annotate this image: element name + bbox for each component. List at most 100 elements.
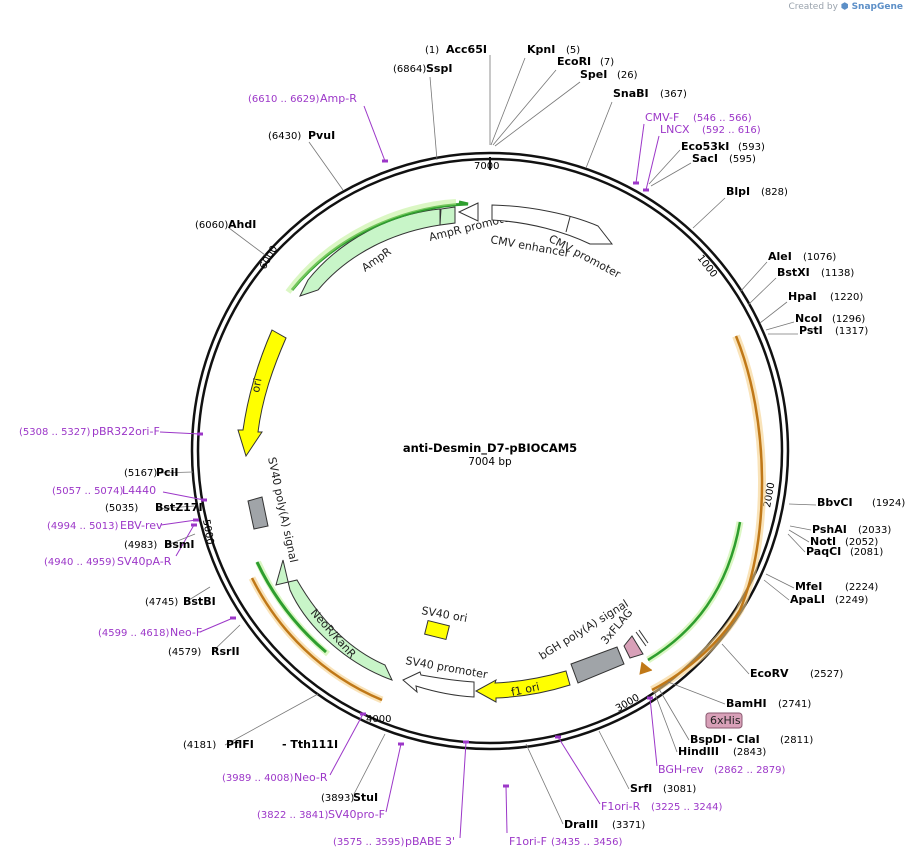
- right-orange-orf-line: [651, 335, 764, 692]
- sv40-polya-label: SV40 poly(A) signal: [265, 456, 300, 564]
- leader-bamhi: [667, 681, 726, 705]
- bgh-polya-feature: [570, 646, 625, 684]
- primer-range-bgh-rev: (2862 .. 2879): [714, 765, 786, 776]
- f1-ori-label: f1 ori: [510, 680, 541, 699]
- enzyme-pshai: PshAI: [812, 523, 847, 536]
- primer-bgh-rev: BGH-rev: [658, 763, 704, 776]
- primer-site-l4440: [201, 498, 207, 502]
- left-orange-orf-line: [250, 577, 383, 702]
- primer-cmv-f: CMV-F: [645, 111, 679, 124]
- enzyme-pos-ecori: (7): [600, 57, 614, 68]
- ampr-orf-glow: [285, 199, 457, 294]
- enzyme-bstxi: BstXI: [777, 266, 810, 279]
- enzyme-hpai: HpaI: [788, 290, 817, 303]
- enzyme-pos-apali: (2249): [835, 595, 868, 606]
- leader-ecori: [492, 69, 557, 146]
- primer-leader-lncx: [645, 135, 660, 191]
- enzyme-psti: PstI: [799, 324, 823, 337]
- enzyme-bbvci: BbvCI: [817, 496, 853, 509]
- primer-range-lncx: (592 .. 616): [702, 125, 761, 136]
- leader-ahdi: [228, 227, 266, 256]
- primer-leader-sv40pa-r: [175, 524, 195, 557]
- tick-6000: 6000: [258, 244, 280, 272]
- enzyme-bstz17i: BstZ17I: [155, 501, 203, 514]
- enzyme-pos-eco53ki: (593): [738, 142, 765, 153]
- enzyme-clai: - ClaI: [728, 733, 760, 746]
- primer-range-sv40pro-f: (3822 .. 3841): [257, 810, 329, 821]
- 3xflag-feature: [623, 635, 644, 659]
- primer-range-cmv-f: (546 .. 566): [693, 113, 752, 124]
- primer-leader-cmv-f: [635, 123, 645, 184]
- primer-amp-r: Amp-R: [320, 92, 357, 105]
- leader-ncoi: [765, 321, 795, 331]
- cmv-enhancer-promoter-feature: [491, 204, 614, 245]
- 3xflag-tick-1: [635, 631, 647, 647]
- enzyme-pos-ecorv: (2527): [810, 669, 843, 680]
- primer-f1ori-f: F1ori-F: [509, 835, 547, 848]
- enzyme-mfei: MfeI: [795, 580, 822, 593]
- f1-ori-feature: [474, 670, 571, 703]
- leader-bsmi: [164, 533, 196, 547]
- enzyme-pos-bstz17i: (5035): [105, 503, 138, 514]
- right-green-orf-glow: [646, 521, 744, 663]
- enzyme-stui: StuI: [353, 791, 378, 804]
- enzyme-ecorv: EcoRV: [750, 667, 789, 680]
- ampr-promoter-feature: [439, 206, 456, 226]
- leader-pshai: [789, 525, 812, 531]
- leader-snabi: [585, 101, 613, 169]
- snapgene-logo-icon: ⬢: [840, 2, 849, 12]
- primer-leader-amp-r: [363, 105, 386, 162]
- leader-bbvci: [788, 503, 817, 506]
- enzyme-pos-hindiii: (2843): [733, 747, 766, 758]
- enzyme-alei: AleI: [768, 250, 792, 263]
- enzyme-pos-mfei: (2224): [845, 582, 878, 593]
- leader-mfei: [765, 573, 795, 589]
- leader-eco53ki: [648, 149, 681, 185]
- enzyme-pos-pcii: (5167): [124, 468, 157, 479]
- site-labels: Acc65I(1)KpnI(5)EcoRI(7)SpeI(26)SnaBI(36…: [19, 43, 905, 848]
- primer-site-pbr322ori-f: [197, 432, 203, 436]
- primer-leader-sv40pro-f: [385, 743, 402, 813]
- enzyme-eco53ki: Eco53kI: [681, 140, 729, 153]
- neor-orf-line: [255, 561, 327, 654]
- enzyme-tth111i: - Tth111I: [282, 738, 338, 751]
- right-green-orf-line: [647, 521, 742, 662]
- enzyme-paqci: PaqCI: [806, 545, 841, 558]
- plasmid-name: anti-Desmin_D7-pBIOCAM5: [403, 441, 577, 456]
- enzyme-ahdi: AhdI: [228, 218, 256, 231]
- enzyme-pos-rsrii: (4579): [168, 647, 201, 658]
- primer-site-lncx: [643, 188, 649, 192]
- primer-leader-pbabe-3: [459, 741, 467, 839]
- primer-pbr322ori-f: pBR322ori-F: [92, 425, 160, 438]
- 3xflag-tick-2: [638, 629, 649, 644]
- watermark-prefix: Created by: [788, 2, 838, 12]
- cmv-divider: [565, 216, 571, 233]
- primer-range-pbabe-3: (3575 .. 3595): [333, 837, 405, 848]
- primer-ebv-rev: EBV-rev: [120, 519, 163, 532]
- tick-5000: 5000: [200, 519, 215, 546]
- sv40-polya-feature: [247, 496, 269, 530]
- primer-site-f1ori-r: [555, 735, 561, 739]
- enzyme-pos-psti: (1317): [835, 326, 868, 337]
- enzyme-apali: ApaLI: [790, 593, 825, 606]
- enzyme-pos-noti: (2052): [845, 537, 878, 548]
- primer-site-sv40pro-f: [398, 742, 404, 746]
- leader-paqci: [787, 533, 806, 553]
- primer-lncx: LNCX: [660, 123, 690, 136]
- enzyme-bsmi: BsmI: [164, 538, 195, 551]
- leader-hpai: [759, 301, 788, 324]
- backbone-outer-circle: [190, 151, 790, 751]
- 6xhis-label: 6xHis: [710, 714, 741, 727]
- leader-pvui: [308, 141, 344, 191]
- primer-site-pbabe-3: [463, 740, 469, 744]
- enzyme-pos-alei: (1076): [803, 252, 836, 263]
- primer-site-cmv-f: [633, 181, 639, 185]
- leader-rsrii: [211, 624, 241, 653]
- primer-sv40pro-f: SV40pro-F: [328, 808, 385, 821]
- primer-leader-neo-f: [199, 617, 234, 633]
- enzyme-pos-acc65i: (1): [425, 45, 439, 56]
- ori-label: ori: [249, 377, 264, 393]
- primer-neo-f: Neo-F: [170, 626, 202, 639]
- enzyme-pflfi: PflFI: [226, 738, 254, 751]
